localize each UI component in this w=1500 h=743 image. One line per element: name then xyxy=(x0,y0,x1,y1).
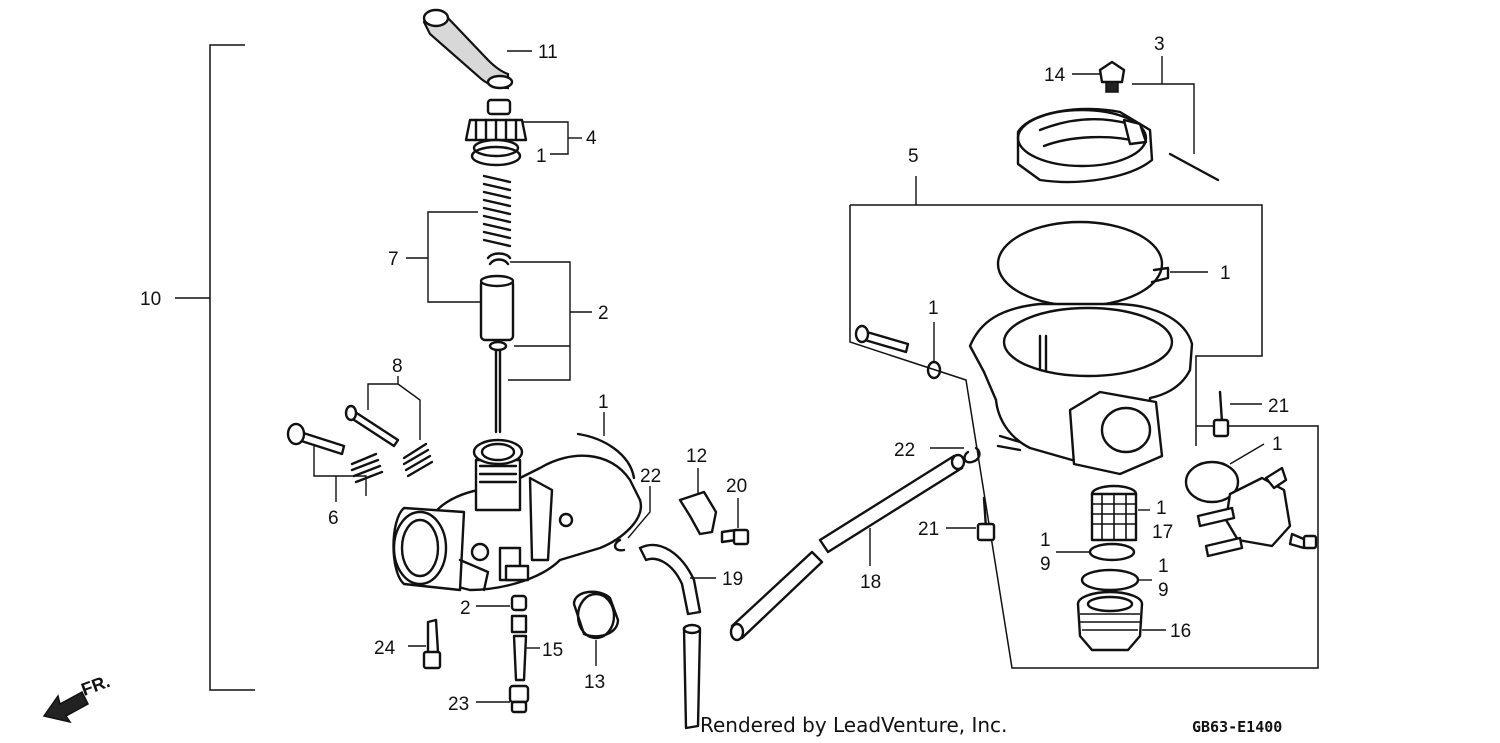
callout-5: 5 xyxy=(908,146,919,167)
fuel-tube-18 xyxy=(818,453,966,566)
callout-3: 3 xyxy=(1154,34,1165,55)
callout-1-cap: 1 xyxy=(536,146,547,167)
callout-22-left: 22 xyxy=(640,466,661,487)
clip-22-left xyxy=(613,486,651,552)
callout-1-filter: 1 xyxy=(1156,498,1167,519)
float-3 xyxy=(1016,56,1220,184)
clip-22-right xyxy=(930,446,981,464)
front-direction-arrow: FR. xyxy=(42,671,113,724)
float-needle-14 xyxy=(1072,60,1126,93)
o-ring-9a xyxy=(1056,542,1136,562)
callout-13: 13 xyxy=(584,672,605,693)
callout-22-right: 22 xyxy=(894,440,915,461)
air-screw-6 xyxy=(286,422,384,502)
callout-2-needle: 2 xyxy=(598,303,609,324)
callout-1-oring-a: 1 xyxy=(1040,530,1051,551)
callout-18: 18 xyxy=(860,572,881,593)
callout-9-a: 9 xyxy=(1040,554,1051,575)
callout-1-gasket: 1 xyxy=(1220,263,1231,284)
callout-17: 17 xyxy=(1152,522,1173,543)
filter-17 xyxy=(1090,484,1150,542)
callout-1-body: 1 xyxy=(598,392,609,413)
callout-4: 4 xyxy=(586,128,597,149)
callout-9-b: 9 xyxy=(1158,580,1169,601)
drain-tube xyxy=(682,550,824,730)
callout-14: 14 xyxy=(1044,65,1066,86)
callout-21-upper: 21 xyxy=(1268,396,1289,417)
cap-13 xyxy=(572,590,620,666)
holder-12 xyxy=(678,468,718,536)
credit-text: Rendered by LeadVenture, Inc. xyxy=(700,713,1007,737)
o-ring-9b xyxy=(1080,568,1152,592)
callout-6: 6 xyxy=(328,508,339,529)
float-chamber-bracket-5 xyxy=(849,176,1319,669)
fr-label: FR. xyxy=(79,671,113,700)
carburetor-body xyxy=(392,412,643,592)
jet-needle-2 xyxy=(488,261,592,434)
callout-1-drain: 1 xyxy=(928,298,939,319)
diagram-code: GB63-E1400 xyxy=(1192,718,1282,736)
top-cap-4 xyxy=(464,98,582,167)
drain-screw xyxy=(854,322,942,380)
tube-19 xyxy=(638,543,716,616)
screw-21-upper xyxy=(1212,390,1262,438)
callout-24: 24 xyxy=(374,638,396,659)
callout-7: 7 xyxy=(388,249,399,270)
callout-1-oring-b: 1 xyxy=(1158,556,1169,577)
filter-cup-16 xyxy=(1076,590,1166,652)
callout-15: 15 xyxy=(542,640,563,661)
screw-20 xyxy=(720,498,750,546)
throttle-valve-spring-7 xyxy=(406,174,512,303)
callout-20: 20 xyxy=(726,476,747,497)
callout-23: 23 xyxy=(448,694,469,715)
float-chamber xyxy=(968,302,1194,476)
screw-21-lower xyxy=(946,496,996,542)
callout-10: 10 xyxy=(140,289,161,310)
fuel-valve xyxy=(1184,443,1318,558)
callout-1-valve: 1 xyxy=(1272,434,1283,455)
callout-2-lower: 2 xyxy=(460,598,471,619)
vent-tube-11 xyxy=(422,8,532,90)
assembly-bracket-10 xyxy=(175,44,255,691)
callout-11: 11 xyxy=(538,42,558,63)
callout-21-lower: 21 xyxy=(918,519,939,540)
jet-parts-lower xyxy=(408,594,540,714)
callout-8: 8 xyxy=(392,356,403,377)
chamber-gasket xyxy=(996,220,1208,308)
throttle-piston xyxy=(479,252,515,342)
callout-16: 16 xyxy=(1170,621,1191,642)
callout-12: 12 xyxy=(686,446,707,467)
throttle-stop-screw-8 xyxy=(344,376,434,478)
callout-19: 19 xyxy=(722,569,743,590)
